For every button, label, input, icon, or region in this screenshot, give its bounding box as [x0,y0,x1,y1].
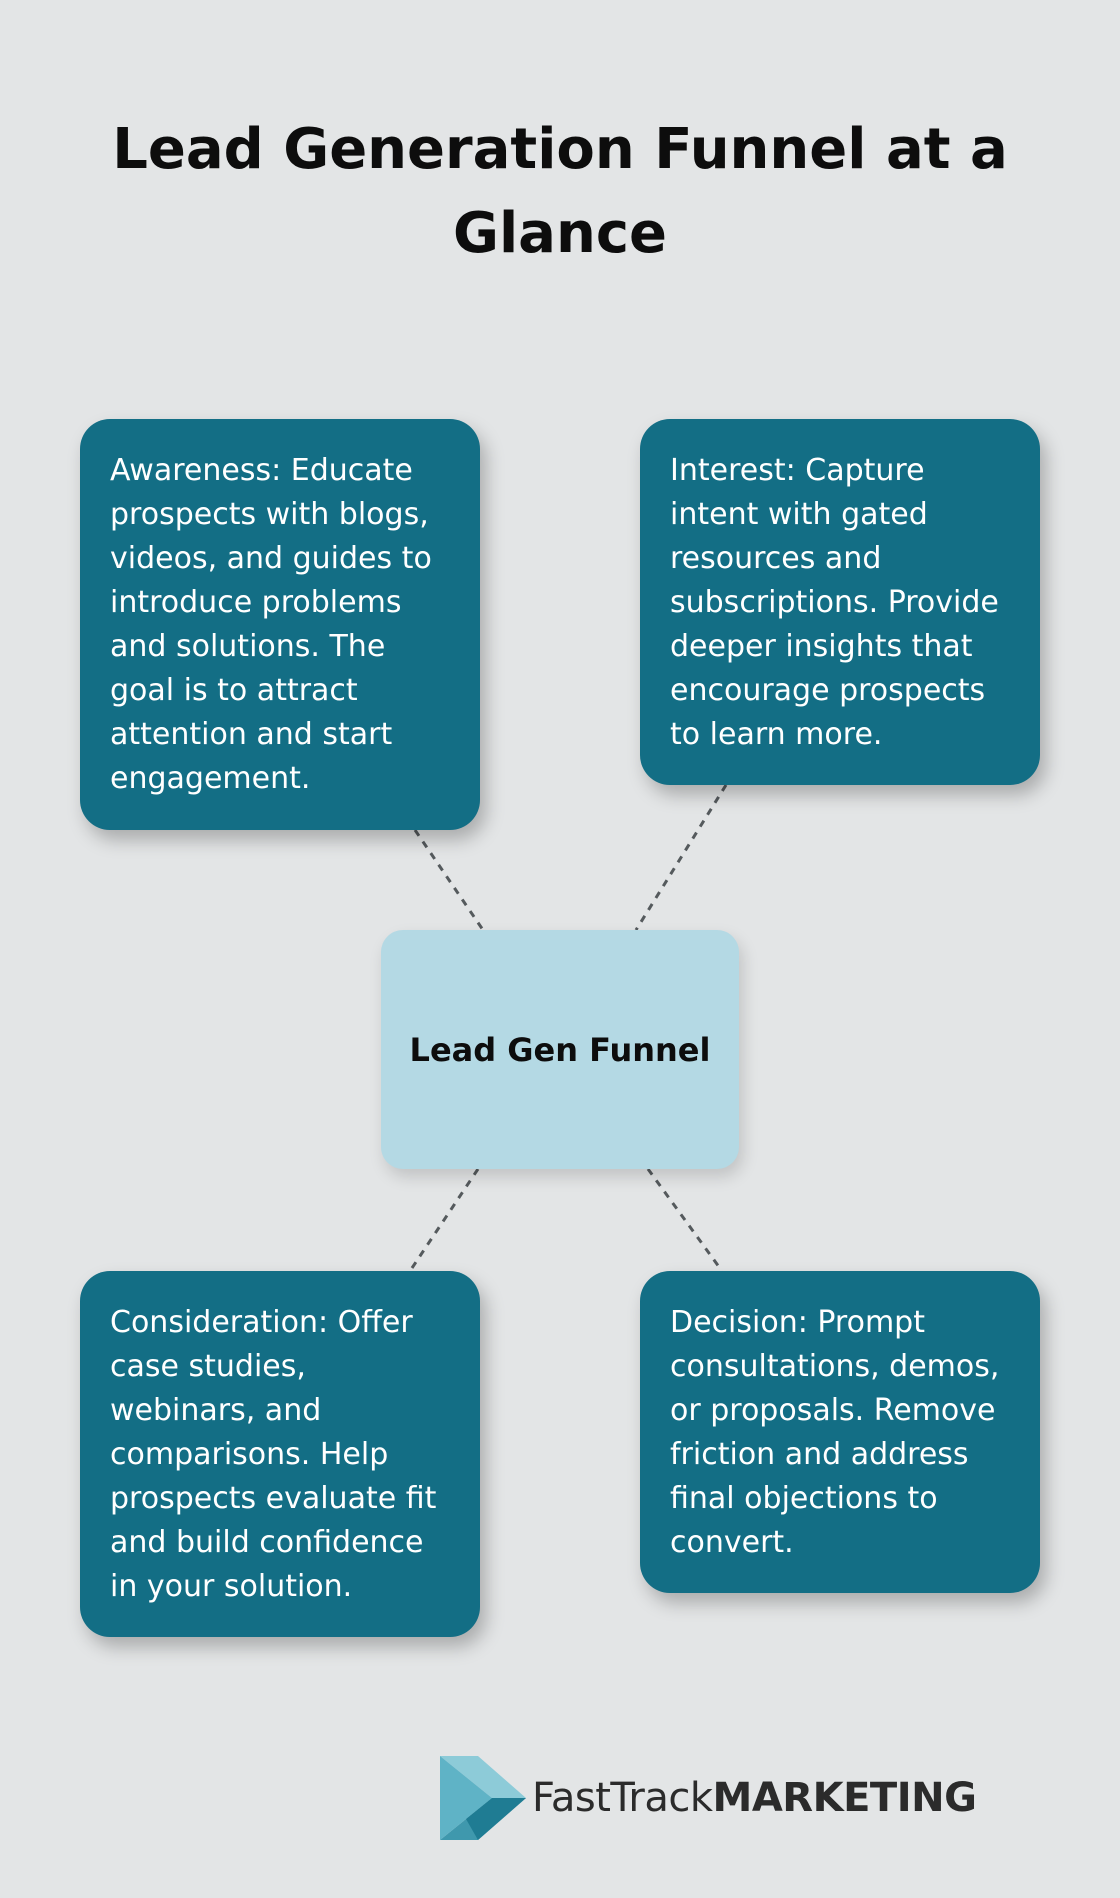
center-node: Lead Gen Funnel [381,930,739,1169]
connector-consideration [408,1168,480,1272]
logo-mark-icon [440,1756,526,1840]
stage-card-interest: Interest: Capture intent with gated reso… [640,419,1040,785]
connector-awareness [413,829,485,931]
logo-wordmark: FastTrackMARKETING [532,1775,977,1821]
logo-word-marketing: MARKETING [712,1775,977,1821]
stage-text-awareness: Awareness: Educate prospects with blogs,… [110,453,432,796]
page-title: Lead Generation Funnel at a Glance [112,117,1008,266]
logo-word-fasttrack: FastTrack [532,1775,713,1821]
center-label: Lead Gen Funnel [409,1030,711,1069]
stage-card-awareness: Awareness: Educate prospects with blogs,… [80,419,480,830]
brand-logo: FastTrackMARKETING [440,1756,977,1840]
connector-decision [646,1168,724,1272]
stage-text-consideration: Consideration: Offer case studies, webin… [110,1305,437,1604]
stage-text-interest: Interest: Capture intent with gated reso… [670,453,999,752]
stage-card-consideration: Consideration: Offer case studies, webin… [80,1271,480,1637]
connector-interest [634,784,728,931]
stage-text-decision: Decision: Prompt consultations, demos, o… [670,1305,1000,1560]
stage-card-decision: Decision: Prompt consultations, demos, o… [640,1271,1040,1593]
